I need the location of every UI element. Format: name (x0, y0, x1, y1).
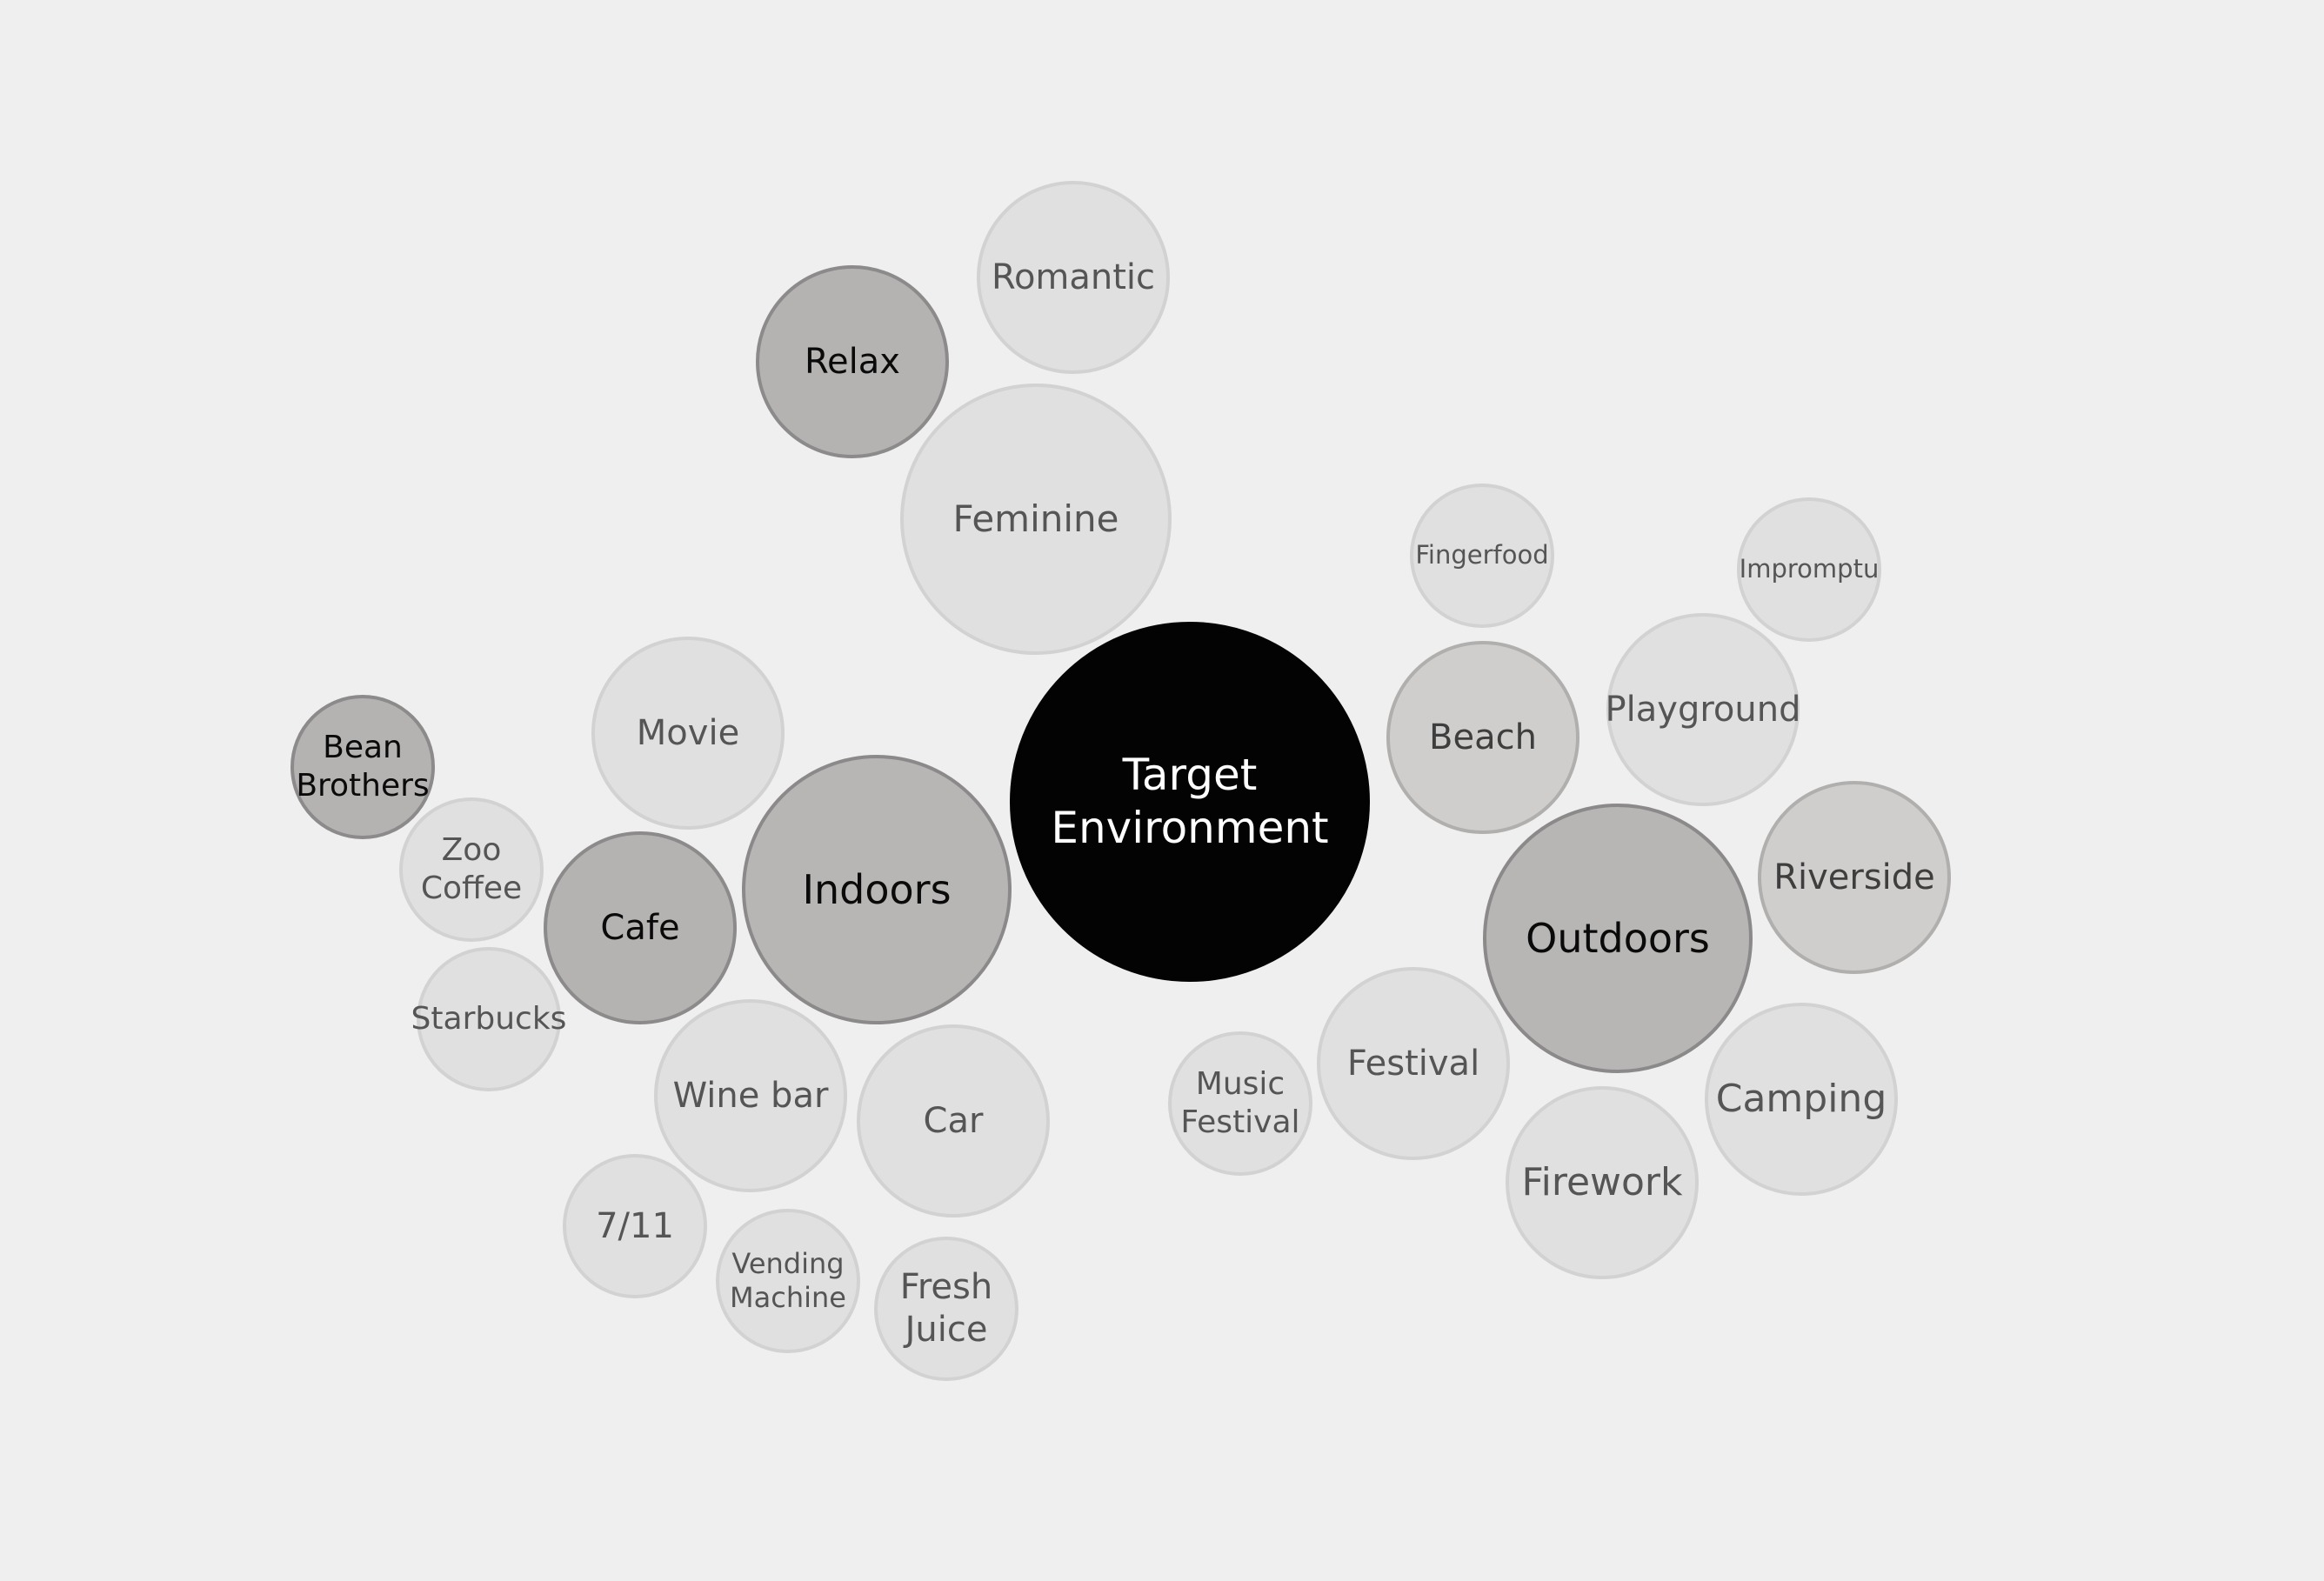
label-zoo-coffee: Zoo Coffee (420, 832, 523, 906)
label-movie: Movie (636, 712, 740, 753)
label-car: Car (923, 1100, 984, 1141)
bubble-relax: Relax (756, 265, 949, 458)
label-starbucks: Starbucks (411, 1001, 567, 1037)
label-outdoors: Outdoors (1526, 914, 1710, 962)
label-relax: Relax (805, 341, 900, 382)
label-impromptu: Impromptu (1739, 554, 1880, 584)
bubble-car: Car (857, 1024, 1050, 1217)
label-playground: Playground (1605, 689, 1801, 730)
bubble-playground: Playground (1606, 613, 1800, 806)
label-cafe: Cafe (600, 907, 680, 948)
bubble-target-environment: Target Environment (1010, 622, 1370, 982)
bubble-firework: Firework (1506, 1086, 1699, 1279)
label-bean-brothers: Bean Brothers (296, 730, 430, 804)
label-vending-machine: Vending Machine (730, 1246, 846, 1314)
bubble-fresh-juice: Fresh Juice (874, 1237, 1018, 1381)
bubble-music-festival: Music Festival (1168, 1031, 1312, 1176)
bubble-festival: Festival (1317, 967, 1510, 1160)
bubble-starbucks: Starbucks (411, 947, 566, 1091)
label-fingerfood: Fingerfood (1415, 540, 1549, 570)
label-firework: Firework (1521, 1160, 1683, 1205)
label-camping: Camping (1715, 1077, 1887, 1122)
label-music-festival: Music Festival (1180, 1066, 1300, 1140)
bubble-beach: Beach (1386, 641, 1579, 834)
bubble-movie: Movie (591, 637, 785, 830)
label-target-environment: Target Environment (1051, 750, 1329, 853)
bubble-seven-eleven: 7/11 (563, 1154, 707, 1298)
bubble-vending-machine: Vending Machine (716, 1209, 860, 1353)
label-wine-bar: Wine bar (672, 1075, 829, 1116)
bubble-outdoors: Outdoors (1483, 804, 1753, 1073)
label-beach: Beach (1429, 717, 1537, 757)
bubble-riverside: Riverside (1758, 781, 1951, 974)
label-feminine: Feminine (952, 497, 1119, 541)
bubble-feminine: Feminine (900, 384, 1172, 655)
label-romantic: Romantic (991, 257, 1156, 297)
label-festival: Festival (1346, 1043, 1480, 1084)
label-indoors: Indoors (802, 865, 952, 913)
bubble-zoo-coffee: Zoo Coffee (399, 797, 544, 942)
bubble-impromptu: Impromptu (1737, 497, 1881, 642)
bubble-cafe: Cafe (544, 831, 737, 1024)
bubble-camping: Camping (1705, 1003, 1898, 1196)
bubble-wine-bar: Wine bar (654, 999, 847, 1192)
bubble-indoors: Indoors (742, 755, 1012, 1024)
label-riverside: Riverside (1773, 857, 1935, 897)
bubble-fingerfood: Fingerfood (1410, 484, 1554, 628)
label-seven-eleven: 7/11 (596, 1205, 674, 1246)
label-fresh-juice: Fresh Juice (899, 1267, 993, 1350)
bubble-bean-brothers: Bean Brothers (290, 695, 435, 839)
bubble-romantic: Romantic (977, 181, 1170, 374)
